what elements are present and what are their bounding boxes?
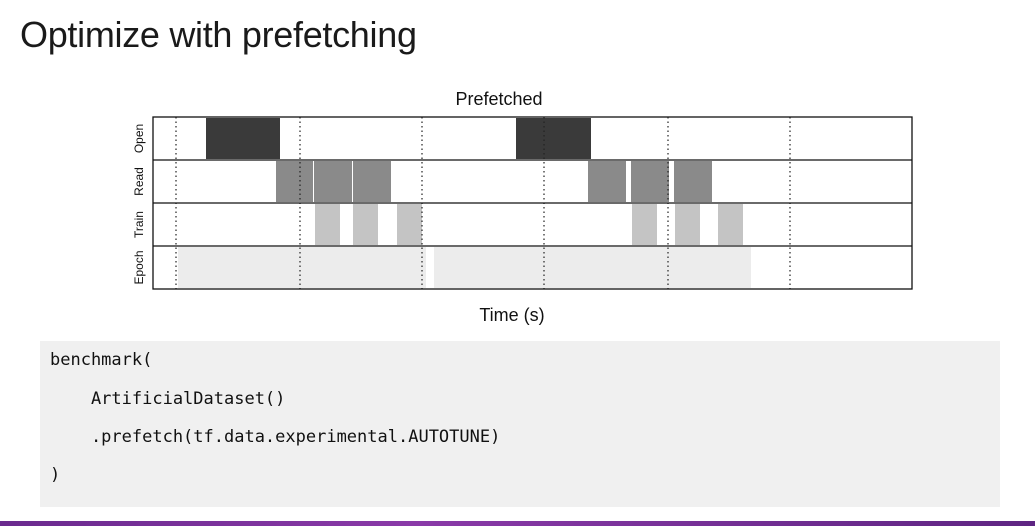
timeline-bar-read xyxy=(674,161,712,202)
chart-title: Prefetched xyxy=(455,89,542,109)
timeline-bar-read xyxy=(314,161,352,202)
code-line: benchmark( xyxy=(50,350,153,370)
chart-frame xyxy=(152,116,913,290)
timeline-bar-train xyxy=(353,204,378,245)
code-line: ) xyxy=(50,465,61,485)
chart-x-axis-label: Time (s) xyxy=(479,305,544,325)
timeline-bar-open xyxy=(516,118,591,159)
slide-title: Optimize with prefetching xyxy=(20,14,417,55)
lane-label-train: Train xyxy=(132,211,146,238)
timeline-bar-train xyxy=(718,204,743,245)
lane-label-epoch: Epoch xyxy=(132,250,146,284)
timeline-bar-train xyxy=(315,204,340,245)
timeline-bar-read xyxy=(276,161,313,202)
timeline-bar-train xyxy=(632,204,657,245)
timeline-bar-train xyxy=(675,204,700,245)
slide-bottom-bar xyxy=(0,521,1035,526)
timeline-bar-read xyxy=(631,161,669,202)
timeline-bar-read xyxy=(588,161,626,202)
lane-label-read: Read xyxy=(132,167,146,196)
timeline-bar-train xyxy=(397,204,422,245)
timeline-bar-read xyxy=(353,161,391,202)
lane-label-open: Open xyxy=(132,124,146,153)
code-block: benchmark( ArtificialDataset() .prefetch… xyxy=(40,341,1000,507)
timeline-bar-epoch xyxy=(178,247,426,288)
timeline-bar-open xyxy=(206,118,280,159)
code-line: .prefetch(tf.data.experimental.AUTOTUNE) xyxy=(50,427,501,447)
timeline-bar-epoch xyxy=(434,247,751,288)
code-line: ArtificialDataset() xyxy=(50,389,286,409)
